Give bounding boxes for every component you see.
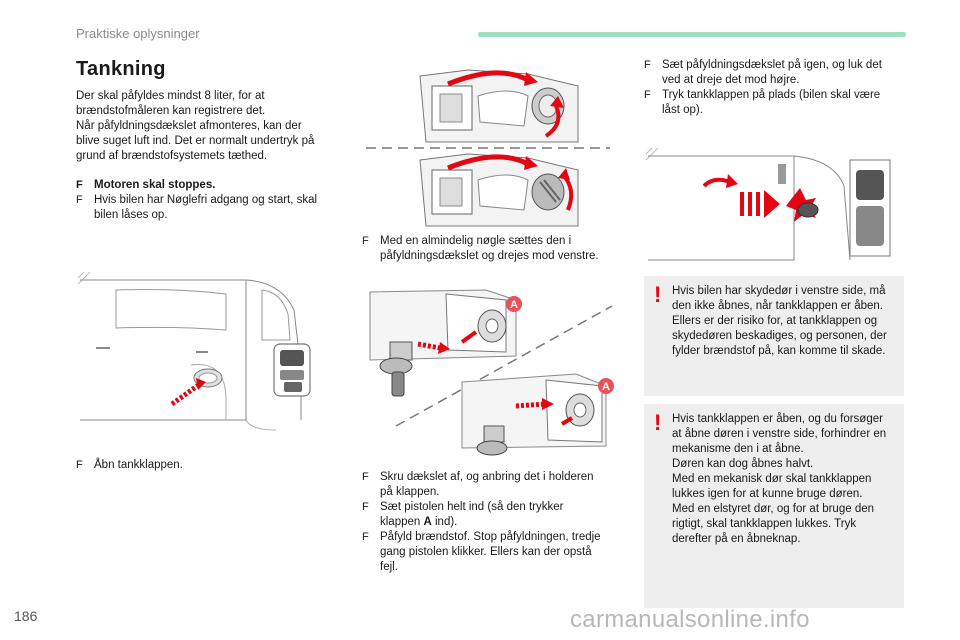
bullet-marker: F bbox=[76, 194, 83, 206]
bullet-marker: F bbox=[644, 89, 651, 101]
van-side-illustration bbox=[77, 271, 311, 431]
bullet-marker: F bbox=[362, 501, 369, 513]
bullet-fill-fuel: F Påfyld brændstof. Stop påfyldningen, t… bbox=[362, 531, 601, 573]
left-bullet-list: F Motoren skal stoppes. F Hvis bilen har… bbox=[76, 178, 338, 223]
warning-box-door-mechanism: ! Hvis tankklappen er åben, og du forsøg… bbox=[644, 404, 904, 608]
intro-line: grund af brændstofsystemets tæthed. bbox=[76, 150, 268, 162]
bullet-marker: F bbox=[362, 471, 369, 483]
fuel-nozzle-illustration: A A bbox=[369, 289, 614, 456]
warning-icon: ! bbox=[654, 282, 662, 307]
bullet-marker: F bbox=[644, 59, 651, 71]
warning-icon: ! bbox=[654, 410, 662, 435]
intro-line: Der skal påfyldes mindst 8 liter, for at bbox=[76, 90, 265, 102]
intro-line: brændstofmåleren kan registrere det. bbox=[76, 105, 266, 117]
warning-text-door-mechanism: Hvis tankklappen er åben, og du forsøger… bbox=[672, 413, 887, 545]
bullet-press-flap: F Tryk tankklappen på plads (bilen skal … bbox=[644, 89, 881, 116]
bullet-keyless: F Hvis bilen har Nøglefri adgang og star… bbox=[76, 194, 318, 221]
bullet-stop-engine: F Motoren skal stoppes. bbox=[76, 179, 216, 191]
page-number: 186 bbox=[14, 608, 38, 624]
intro-line: blive suget luft ind. Det er normalt und… bbox=[76, 135, 315, 147]
header-accent-bar bbox=[478, 32, 906, 37]
bullet-marker: F bbox=[76, 459, 83, 471]
watermark: carmanualsonline.info bbox=[570, 606, 810, 633]
bullet-marker: F bbox=[362, 531, 369, 543]
bullet-key: F Med en almindelig nøgle sættes den i p… bbox=[362, 235, 599, 262]
fuel-cap-unlock-illustration-2 bbox=[419, 153, 579, 227]
warning-box-sliding-door: ! Hvis bilen har skydedør i venstre side… bbox=[644, 276, 904, 396]
callout-a-bottom: A bbox=[602, 381, 610, 393]
intro-line: Når påfyldningsdækslet afmonteres, kan d… bbox=[76, 120, 302, 132]
bullet-insert-nozzle: F Sæt pistolen helt ind (så den trykker … bbox=[362, 501, 564, 528]
mid-bottom-bullets: F Skru dækslet af, og anbring det i hold… bbox=[362, 470, 630, 575]
page-title: Tankning bbox=[76, 58, 166, 80]
bullet-refit-cap: F Sæt påfyldningsdækslet på igen, og luk… bbox=[644, 59, 882, 86]
fuel-cap-unlock-illustration-1 bbox=[419, 69, 579, 143]
callout-a-top: A bbox=[510, 299, 518, 311]
section-header: Praktiske oplysninger bbox=[76, 26, 200, 41]
bullet-unscrew-cap: F Skru dækslet af, og anbring det i hold… bbox=[362, 471, 594, 498]
right-bullet-list: F Sæt påfyldningsdækslet på igen, og luk… bbox=[644, 58, 908, 118]
close-flap-illustration bbox=[645, 147, 891, 261]
caption-open-flap: F Åbn tankklappen. bbox=[76, 459, 183, 471]
warning-text-sliding-door: Hvis bilen har skydedør i venstre side, … bbox=[672, 285, 887, 357]
bullet-marker: F bbox=[362, 235, 369, 247]
intro-paragraph: Der skal påfyldes mindst 8 liter, for at… bbox=[76, 89, 336, 164]
mid-key-instruction: F Med en almindelig nøgle sættes den i p… bbox=[362, 234, 624, 264]
bullet-marker: F bbox=[76, 179, 83, 191]
dashed-divider-top bbox=[366, 147, 610, 149]
